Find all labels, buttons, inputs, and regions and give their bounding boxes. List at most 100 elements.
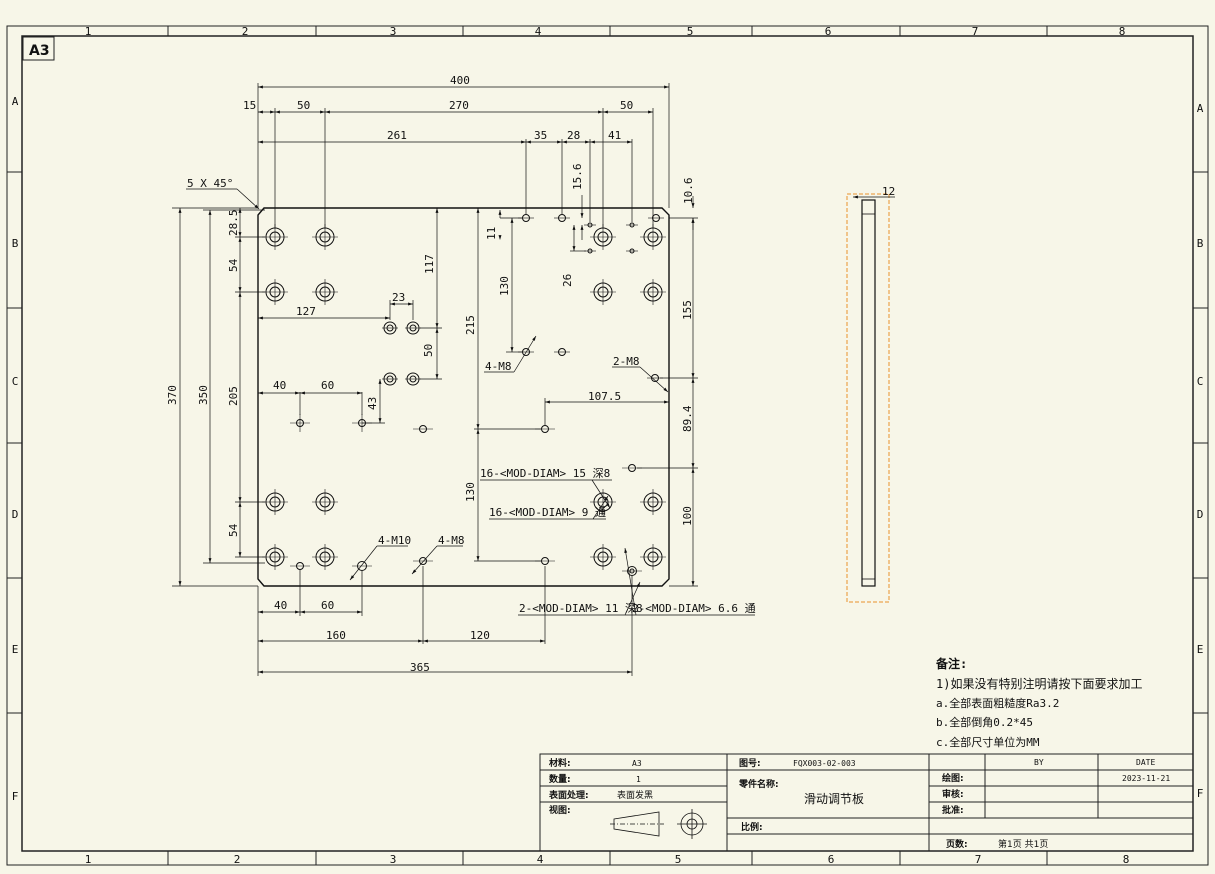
material-label: 材料: [548, 757, 571, 769]
dim-chamfer: 5 X 45° [187, 177, 233, 190]
small-hole [413, 425, 433, 433]
cbore-hole [312, 544, 338, 570]
zone-bottom-7: 7 [975, 853, 982, 866]
cbore-hole [312, 489, 338, 515]
small-hole [290, 562, 310, 570]
dim-160: 160 [326, 629, 346, 642]
m10-hole [382, 321, 398, 335]
dim-60-mid: 60 [321, 379, 334, 392]
dim-41: 41 [608, 129, 621, 142]
drawing-no-value: FQX003-02-003 [793, 759, 856, 768]
notes-title: 备注: [935, 656, 967, 671]
callout-2-m8: 2-M8 [613, 355, 640, 368]
zone-right-a: A [1197, 102, 1204, 115]
dim-120: 120 [470, 629, 490, 642]
small-hole [352, 561, 372, 571]
small-hole [413, 557, 433, 565]
zone-bottom-3: 3 [390, 853, 397, 866]
cbore-hole [262, 544, 288, 570]
m10-hole [405, 321, 421, 335]
dim-50-top-left: 50 [297, 99, 310, 112]
plate-outline [257, 207, 670, 587]
dim-155: 155 [681, 300, 694, 320]
dim-270: 270 [449, 99, 469, 112]
pages-value: 第1页 共1页 [998, 838, 1048, 850]
date-value: 2023-11-21 [1122, 774, 1170, 783]
dim-400: 400 [450, 74, 470, 87]
zone-right-b: B [1197, 237, 1204, 250]
check-label: 审核: [942, 788, 964, 800]
small-hole [554, 214, 570, 222]
small-hole [648, 214, 664, 222]
dim-54-top: 54 [227, 258, 240, 272]
dim-107-5: 107.5 [588, 390, 621, 403]
zone-bottom-4: 4 [537, 853, 544, 866]
dim-12: 12 [882, 185, 895, 198]
zone-right-f: F [1197, 787, 1204, 800]
view-label: 视图: [549, 804, 571, 816]
pages-label: 页数: [946, 838, 968, 850]
callout-4-m8-upper: 4-M8 [485, 360, 512, 373]
notes-block: 备注: 1)如果没有特别注明请按下面要求加工 a.全部表面粗糙度Ra3.2 b.… [935, 656, 1142, 749]
dim-130-lower: 130 [464, 482, 477, 502]
zone-bottom-5: 5 [675, 853, 682, 866]
dim-130-upper: 130 [498, 276, 511, 296]
material-value: A3 [632, 759, 642, 768]
zone-labels-right: A B C D E F [1197, 102, 1204, 800]
zone-top-7: 7 [972, 25, 979, 38]
small-hole [626, 222, 638, 228]
dim-28: 28 [567, 129, 580, 142]
m10-hole [405, 372, 421, 386]
zone-left-f: F [12, 790, 19, 803]
cbore-hole [640, 279, 666, 305]
dim-23: 23 [392, 291, 405, 304]
zone-bottom-1: 1 [85, 853, 92, 866]
dim-350: 350 [197, 385, 210, 405]
dim-54-bottom: 54 [227, 523, 240, 537]
part-name-label: 零件名称: [738, 778, 779, 790]
zone-left-d: D [12, 508, 19, 521]
quantity-label: 数量: [549, 773, 571, 785]
dim-100: 100 [681, 506, 694, 526]
zone-right-d: D [1197, 508, 1204, 521]
dim-205: 205 [227, 386, 240, 406]
small-hole [622, 566, 642, 576]
by-label: BY [1034, 758, 1044, 767]
drawing-no-label: 图号: [739, 758, 761, 769]
title-block: 材料: A3 数量: 1 表面处理: 表面发黑 视图: 图号: FQX003-0… [539, 753, 1194, 852]
dim-370: 370 [166, 385, 179, 405]
zone-bottom-6: 6 [828, 853, 835, 866]
surface-label: 表面处理: [548, 789, 589, 801]
dim-11: 11 [485, 227, 498, 240]
dim-117: 117 [423, 254, 436, 274]
cbore-hole [640, 489, 666, 515]
zone-top-6: 6 [825, 25, 832, 38]
dim-50-vertical: 50 [422, 344, 435, 357]
zone-top-2: 2 [242, 25, 249, 38]
zone-right-c: C [1197, 375, 1204, 388]
zone-top-4: 4 [535, 25, 542, 38]
date-label: DATE [1136, 758, 1155, 767]
zone-bottom-8: 8 [1123, 853, 1130, 866]
zone-top-1: 1 [85, 25, 92, 38]
small-hole [626, 248, 638, 254]
zone-top-5: 5 [687, 25, 694, 38]
hole-set [262, 214, 666, 576]
zone-top-8: 8 [1119, 25, 1126, 38]
sheet-size-label: A3 [29, 43, 50, 59]
callout-texts: 4-M8 2-M8 16-<MOD-DIAM> 15 深8 16-<MOD-DI… [378, 355, 756, 615]
callout-mod-6-6: 2-<MOD-DIAM> 6.6 通 [632, 602, 756, 615]
zone-labels-bottom: 1 2 3 4 5 6 7 8 [85, 853, 1130, 866]
cbore-hole [590, 279, 616, 305]
callout-4-m8-lower: 4-M8 [438, 534, 465, 547]
cbore-hole [262, 279, 288, 305]
small-hole [290, 414, 310, 432]
approve-label: 批准: [942, 804, 964, 816]
surface-value: 表面发黑 [617, 789, 653, 801]
dim-35: 35 [534, 129, 547, 142]
dim-15-6: 15.6 [571, 164, 584, 191]
dim-50-top-right: 50 [620, 99, 633, 112]
dim-26: 26 [561, 274, 574, 287]
dim-15: 15 [243, 99, 256, 112]
